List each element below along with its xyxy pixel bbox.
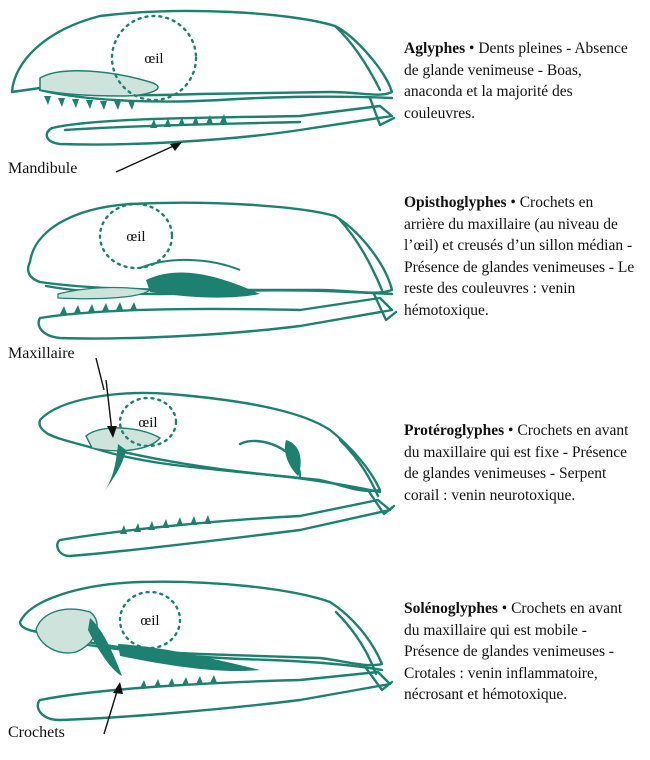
eye-label: œil [126, 229, 145, 245]
proteroglyph-description: Protéroglyphes • Crochets en avant du ma… [404, 420, 636, 506]
eye-label: œil [138, 415, 157, 431]
maxillaire-arrow [104, 380, 112, 432]
crochets-label: Crochets [8, 724, 65, 742]
lower-jaw [39, 298, 392, 339]
upper-jaw [100, 446, 380, 492]
aglyph-description: Aglyphes • Dents pleines - Absence de gl… [404, 38, 636, 124]
mandibule-label: Mandibule [8, 160, 77, 178]
maxilla-stipple [40, 71, 158, 96]
type-name: Protéroglyphes [404, 422, 504, 439]
lower-jaw [47, 106, 392, 144]
solenoglyph-description: Solénoglyphes • Crochets en avant du max… [404, 598, 636, 706]
proteroglyph-skull-drawing: œil [0, 380, 400, 580]
eye-label: œil [140, 613, 159, 629]
crochets-arrowhead [113, 682, 123, 694]
maxillaire-label: Maxillaire [8, 345, 75, 363]
mandibule-arrow [116, 144, 178, 172]
type-name: Aglyphes [404, 40, 465, 57]
type-name: Solénoglyphes [404, 600, 498, 617]
lower-jaw [57, 500, 390, 556]
type-text: Crochets en arrière du maxillaire (au ni… [404, 194, 634, 319]
eye-label: œil [144, 51, 163, 67]
crochets-arrow [104, 688, 118, 734]
maxilla-stipple [36, 609, 97, 653]
type-name: Opisthoglyphes [404, 194, 507, 211]
opisthoglyph-description: Opisthoglyphes • Crochets en arrière du … [404, 192, 636, 321]
